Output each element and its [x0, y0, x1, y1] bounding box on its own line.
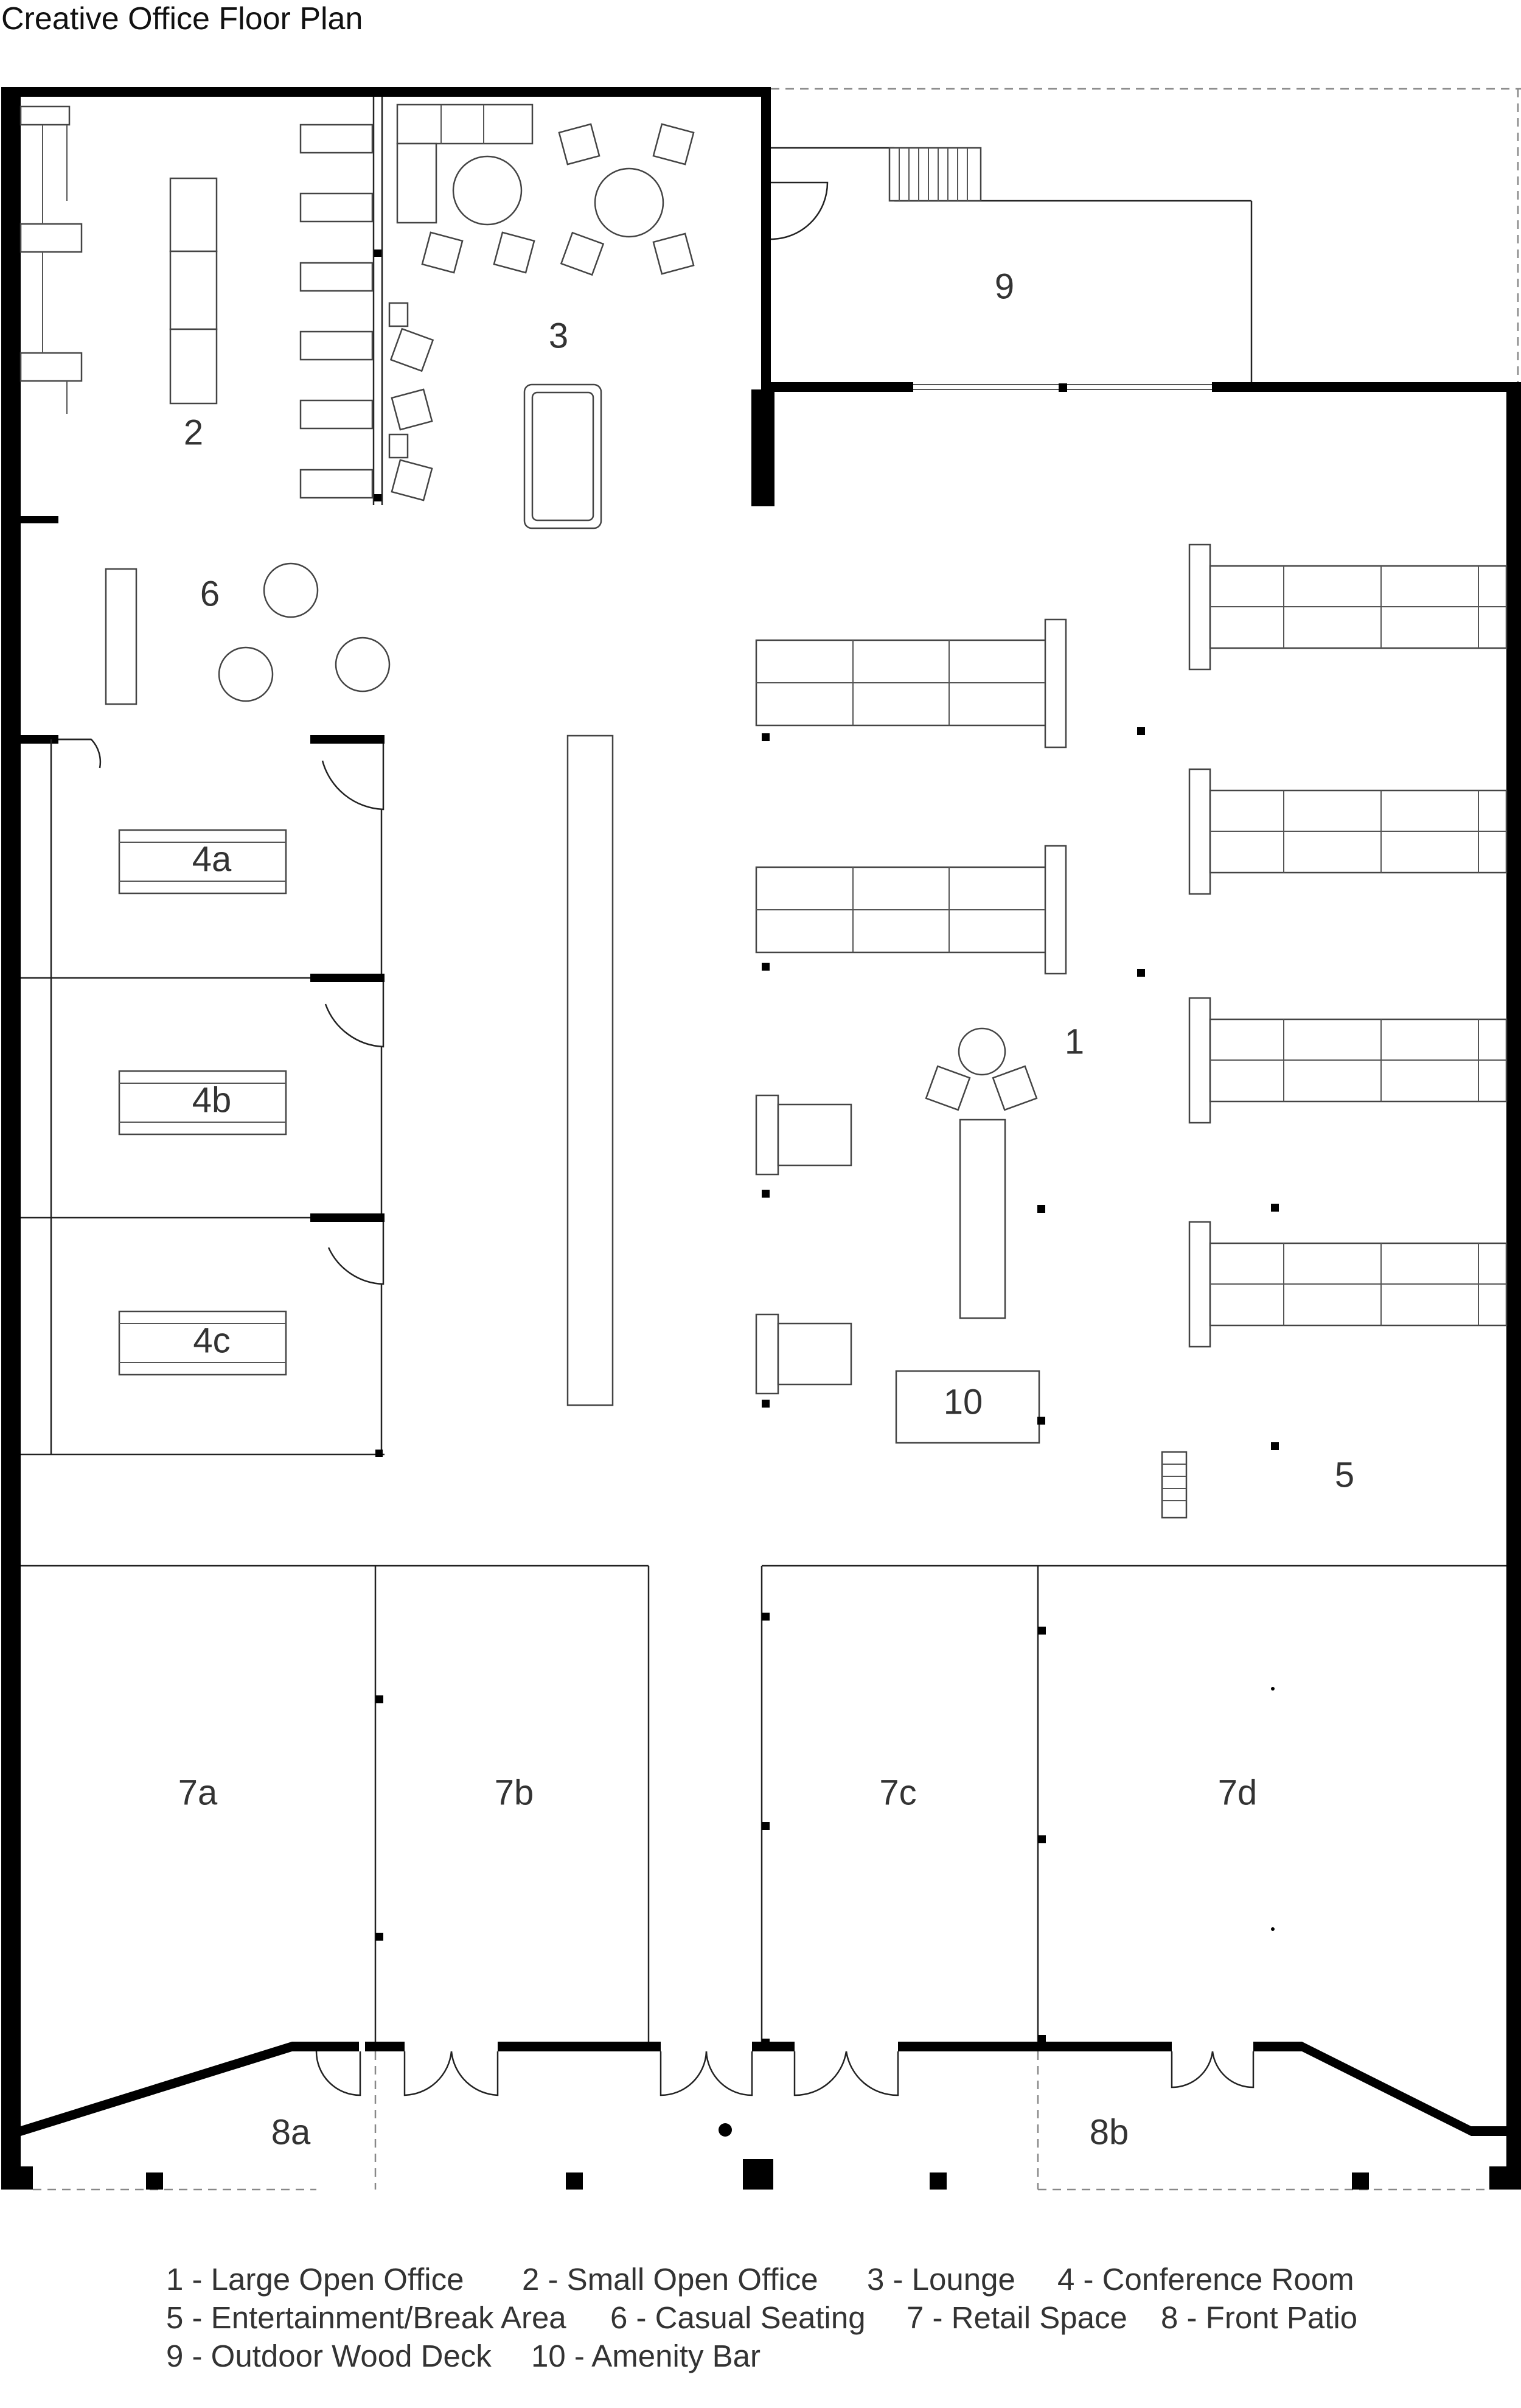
interior-walls — [21, 97, 1506, 2042]
legend-item-6: 6 - Casual Seating — [610, 2300, 866, 2335]
room-label-9: 9 — [995, 267, 1014, 306]
legend-item-4: 4 - Conference Room — [1057, 2262, 1354, 2297]
legend-item-8: 8 - Front Patio — [1161, 2300, 1357, 2335]
room-label-7b: 7b — [495, 1773, 534, 1812]
lounge-furniture — [388, 103, 695, 529]
legend-item-3: 3 - Lounge — [867, 2262, 1015, 2297]
wood-deck — [771, 147, 1253, 392]
room-label-4a: 4a — [192, 839, 232, 879]
room-label-8b: 8b — [1090, 2112, 1129, 2152]
room-label-5: 5 — [1335, 1455, 1354, 1495]
deck-stairs — [888, 147, 982, 202]
room-label-2: 2 — [184, 413, 203, 452]
small-open-office-furniture — [19, 105, 374, 499]
room-label-6: 6 — [200, 574, 220, 613]
exterior-walls — [1, 87, 1521, 2190]
legend-item-9: 9 - Outdoor Wood Deck — [166, 2339, 492, 2373]
room-label-3: 3 — [549, 316, 568, 355]
legend-item-1: 1 - Large Open Office — [166, 2262, 464, 2297]
large-open-office-furniture — [146, 543, 1508, 2190]
room-label-7a: 7a — [178, 1773, 218, 1812]
doors — [58, 181, 1255, 2096]
plan-title: Creative Office Floor Plan — [1, 1, 363, 37]
room-label-7c: 7c — [879, 1773, 916, 1812]
patio-boundaries — [33, 88, 1521, 2191]
room-labels: 1 2 3 4a 4b 4c 5 6 7a 7b 7c 7d 8a 8b 9 1… — [178, 267, 1354, 2152]
legend: 1 - Large Open Office 2 - Small Open Off… — [166, 2262, 1357, 2373]
room-label-10: 10 — [944, 1382, 983, 1422]
legend-item-10: 10 - Amenity Bar — [531, 2339, 761, 2373]
legend-item-2: 2 - Small Open Office — [522, 2262, 818, 2297]
room-label-7d: 7d — [1218, 1773, 1258, 1812]
legend-item-7: 7 - Retail Space — [907, 2300, 1127, 2335]
conference-furniture — [118, 829, 287, 1376]
room-label-4c: 4c — [193, 1321, 230, 1360]
room-label-1: 1 — [1065, 1022, 1084, 1061]
legend-item-5: 5 - Entertainment/Break Area — [166, 2300, 566, 2335]
casual-seating-furniture — [105, 562, 391, 705]
room-label-8a: 8a — [271, 2112, 311, 2152]
room-label-4b: 4b — [192, 1080, 232, 1120]
